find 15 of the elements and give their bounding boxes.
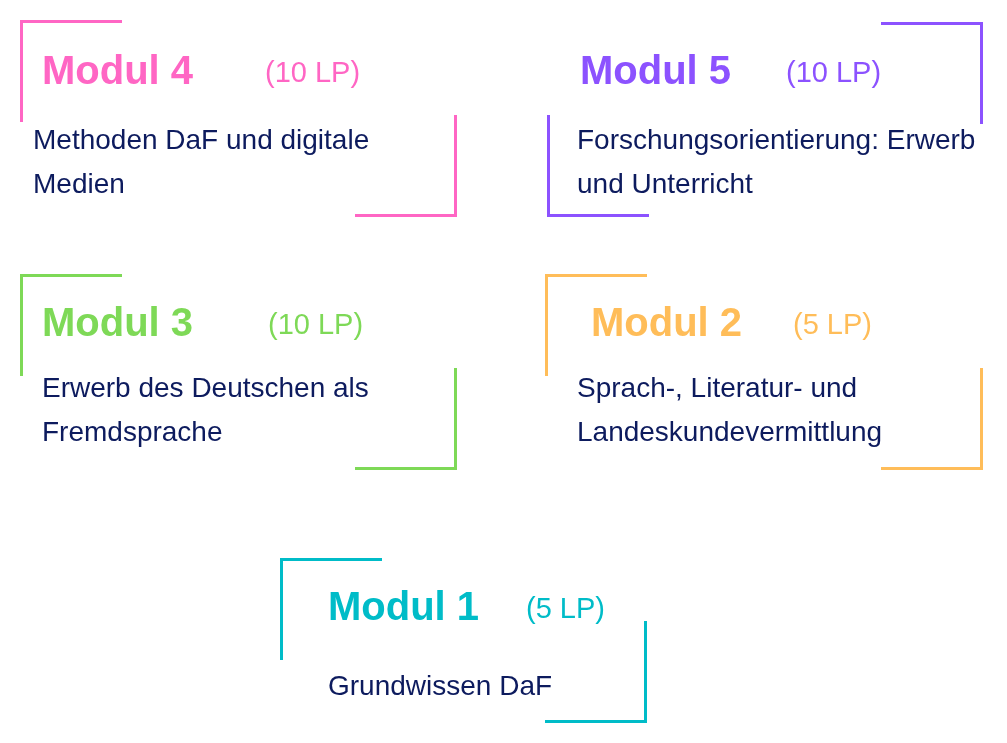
- credit-points: (5 LP): [793, 308, 872, 341]
- credit-points: (10 LP): [265, 56, 361, 89]
- module-description: Grundwissen DaF: [328, 669, 554, 703]
- credit-points: (5 LP): [526, 592, 605, 625]
- module-description: Forschungsorientierung: Erwerb und Unterricht: [577, 123, 977, 201]
- module-description: Methoden DaF und digitale Medien: [33, 123, 371, 201]
- module-title: Modul 1: [328, 584, 480, 629]
- credit-points: (10 LP): [268, 308, 364, 341]
- module-title: Modul 3: [42, 300, 194, 345]
- module-title: Modul 5: [580, 48, 732, 93]
- credit-points: (10 LP): [786, 56, 882, 89]
- module-title: Modul 2: [591, 300, 743, 345]
- module-title: Modul 4: [42, 48, 194, 93]
- module-description: Erwerb des Deutschen als Fremdsprache: [42, 371, 370, 449]
- module-description: Sprach-, Literatur- und Landeskundevermittlung: [577, 371, 884, 449]
